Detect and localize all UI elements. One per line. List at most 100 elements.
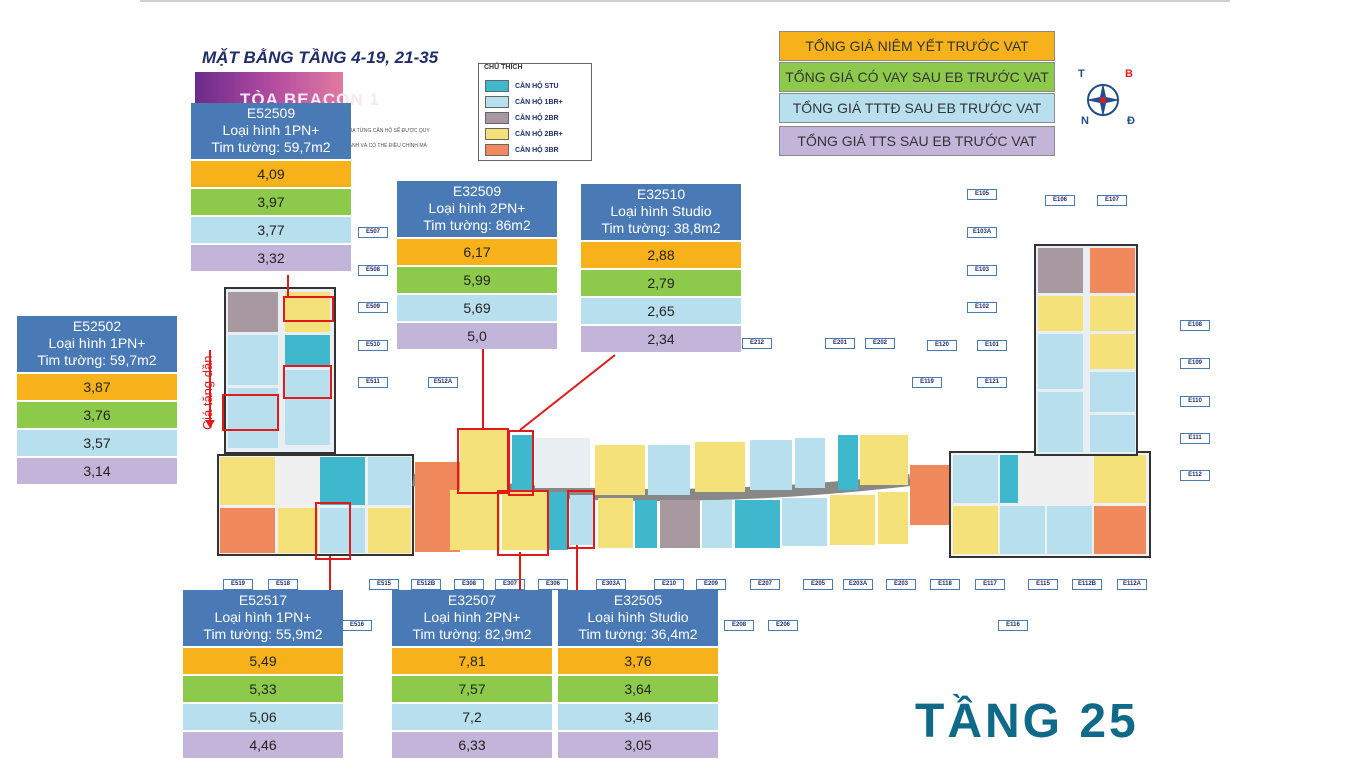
price-tttd: 3,77 (191, 215, 351, 243)
legend-item: CĂN HỘ 1BR+ (485, 96, 563, 108)
legend-item: CĂN HỘ 2BR (485, 112, 559, 124)
unit-card-e32507[interactable]: E32507 Loại hình 2PN+ Tim tường: 82,9m2 … (392, 590, 552, 758)
unit-type: Loại hình 2PN+ (428, 200, 526, 216)
unit-area: Tim tường: 86m2 (423, 217, 531, 233)
unit-tag: E306 (538, 579, 568, 590)
legend-swatch (485, 96, 509, 108)
unit-card-header: E52509 Loại hình 1PN+ Tim tường: 59,7m2 (191, 103, 351, 159)
price-loan: 5,99 (397, 265, 557, 293)
unit-card-e52517[interactable]: E52517 Loại hình 1PN+ Tim tường: 55,9m2 … (183, 590, 343, 758)
unit-tag: E202 (865, 338, 895, 349)
price-tts: 2,34 (581, 324, 741, 352)
unit-code: E32505 (613, 592, 663, 608)
price-tts: 5,0 (397, 321, 557, 349)
unit-tag: E209 (696, 579, 726, 590)
unit-tag: E107 (1097, 195, 1127, 206)
highlight-e32510 (508, 430, 534, 496)
unit-card-header: E52502 Loại hình 1PN+ Tim tường: 59,7m2 (17, 316, 177, 372)
unit-card-header: E32507 Loại hình 2PN+ Tim tường: 82,9m2 (392, 590, 552, 646)
unit-tag: E511 (358, 377, 388, 388)
legend-title: CHÚ THÍCH (484, 64, 523, 71)
price-loan: 5,33 (183, 674, 343, 702)
floor-plan (217, 244, 1151, 558)
compass-south-label: N (1081, 115, 1089, 127)
highlight-e32507 (497, 490, 549, 556)
legend-item: CĂN HỘ STU (485, 80, 559, 92)
unit-tag: E121 (977, 377, 1007, 388)
unit-card-header: E52517 Loại hình 1PN+ Tim tường: 55,9m2 (183, 590, 343, 646)
legend-swatch (485, 80, 509, 92)
price-key-tts: TỔNG GIÁ TTS SAU EB TRƯỚC VAT (779, 126, 1055, 156)
unit-tag: E303A (596, 579, 626, 590)
legend-label: CĂN HỘ STU (515, 82, 559, 90)
unit-tag: E509 (358, 302, 388, 313)
top-divider (140, 0, 1230, 2)
unit-code: E52502 (72, 318, 122, 334)
price-listed: 5,49 (183, 646, 343, 674)
compass-icon (1086, 83, 1120, 117)
unit-tag: E307 (495, 579, 525, 590)
price-tttd: 2,65 (581, 296, 741, 324)
legend-label: CĂN HỘ 1BR+ (515, 98, 563, 106)
legend-item: CĂN HỘ 3BR (485, 144, 559, 156)
unit-code: E32507 (447, 592, 497, 608)
unit-tag: E116 (998, 620, 1028, 631)
unit-type: Loại hình 1PN+ (214, 609, 312, 625)
price-loan: 7,57 (392, 674, 552, 702)
unit-tag: E108 (1180, 320, 1210, 331)
price-listed: 2,88 (581, 240, 741, 268)
compass-north-label: B (1125, 68, 1133, 80)
unit-tag: E203 (886, 579, 916, 590)
compass-east-label: Đ (1127, 115, 1135, 127)
unit-tag: E508 (358, 265, 388, 276)
highlight-e32505 (567, 490, 595, 549)
unit-card-header: E32510 Loại hình Studio Tim tường: 38,8m… (581, 184, 741, 240)
unit-area: Tim tường: 82,9m2 (412, 626, 532, 642)
price-listed: 3,87 (17, 372, 177, 400)
price-tttd: 7,2 (392, 702, 552, 730)
unit-tag: E112A (1117, 579, 1147, 590)
unit-tag: E308 (454, 579, 484, 590)
price-loan: 3,97 (191, 187, 351, 215)
unit-area: Tim tường: 55,9m2 (203, 626, 323, 642)
unit-code: E52517 (238, 592, 288, 608)
unit-card-e32510[interactable]: E32510 Loại hình Studio Tim tường: 38,8m… (581, 184, 741, 352)
unit-tag: E102 (967, 302, 997, 313)
legend-label: CĂN HỘ 2BR (515, 114, 559, 122)
price-loan: 3,76 (17, 400, 177, 428)
unit-card-e52509[interactable]: E52509 Loại hình 1PN+ Tim tường: 59,7m2 … (191, 103, 351, 271)
unit-tag: E212 (742, 338, 772, 349)
price-tts: 3,05 (558, 730, 718, 758)
unit-tag: E518 (268, 579, 298, 590)
highlight-e52502 (222, 394, 279, 431)
unit-tag: E111 (1180, 433, 1210, 444)
unit-tag: E119 (912, 377, 942, 388)
unit-area: Tim tường: 36,4m2 (578, 626, 698, 642)
unit-code: E52509 (246, 105, 296, 121)
floor-label: TẦNG 25 (915, 695, 1139, 748)
price-key-loan: TỔNG GIÁ CÓ VAY SAU EB TRƯỚC VAT (779, 62, 1055, 92)
unit-tag: E105 (967, 189, 997, 200)
unit-code: E32510 (636, 186, 686, 202)
legend-swatch (485, 144, 509, 156)
highlight-unit (283, 365, 332, 399)
price-tts: 3,14 (17, 456, 177, 484)
price-loan: 3,64 (558, 674, 718, 702)
price-listed: 3,76 (558, 646, 718, 674)
note-line-1: CỦA TỪNG CĂN HỘ SẼ ĐƯỢC QUY (345, 128, 430, 134)
unit-tag: E510 (358, 340, 388, 351)
legend-item: CĂN HỘ 2BR+ (485, 128, 563, 140)
unit-tag: E106 (1045, 195, 1075, 206)
plan-title: MẶT BẰNG TẦNG 4-19, 21-35 (202, 48, 439, 67)
unit-tag: E206 (768, 620, 798, 631)
unit-card-e32505[interactable]: E32505 Loại hình Studio Tim tường: 36,4m… (558, 590, 718, 758)
unit-tag: E103 (967, 265, 997, 276)
unit-tag: E208 (724, 620, 754, 631)
unit-card-header: E32505 Loại hình Studio Tim tường: 36,4m… (558, 590, 718, 646)
price-tttd: 3,46 (558, 702, 718, 730)
unit-tag: E103A (967, 227, 997, 238)
unit-card-e52502[interactable]: E52502 Loại hình 1PN+ Tim tường: 59,7m2 … (17, 316, 177, 484)
unit-card-e32509[interactable]: E32509 Loại hình 2PN+ Tim tường: 86m2 6,… (397, 181, 557, 349)
price-listed: 7,81 (392, 646, 552, 674)
unit-tag: E115 (1028, 579, 1058, 590)
